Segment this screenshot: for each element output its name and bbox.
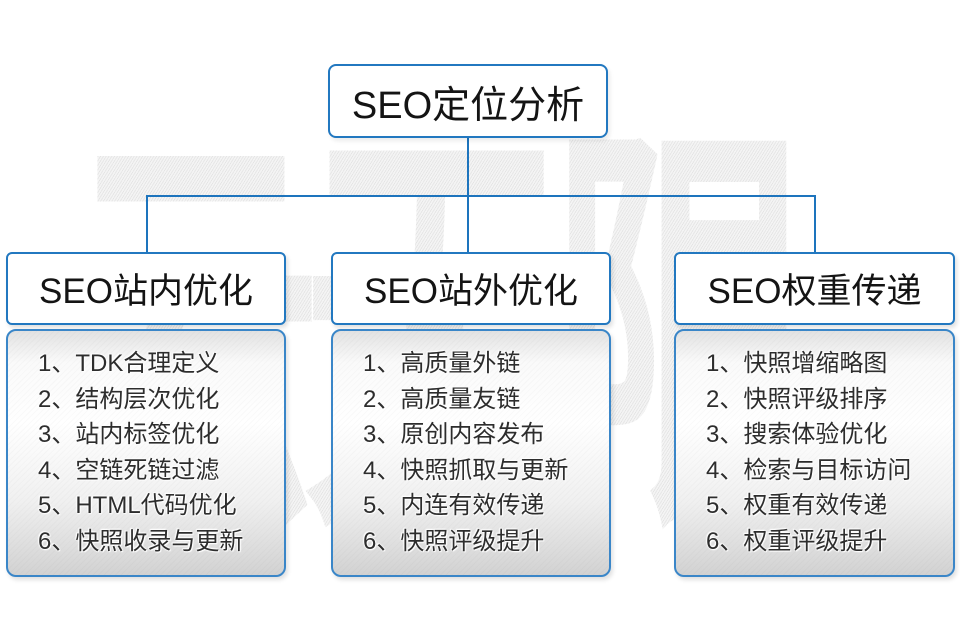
- list-item: 5、权重有效传递: [706, 492, 888, 519]
- list-item: 6、快照评级提升: [363, 527, 545, 555]
- list-item: 3、搜索体验优化: [706, 421, 888, 448]
- list-item: 3、站内标签优化: [38, 421, 220, 448]
- connector-drop-right: [814, 195, 816, 253]
- list-item: 1、快照增缩略图: [706, 350, 888, 377]
- list-item: 5、内连有效传递: [363, 492, 545, 519]
- list-item: 3、原创内容发布: [363, 421, 545, 448]
- connector-crossbar: [146, 195, 816, 197]
- list-item: 2、快照评级排序: [706, 385, 888, 413]
- connector-trunk: [467, 138, 469, 197]
- branch-offsite-header: SEO站外优化: [331, 252, 611, 325]
- list-item: 1、TDK合理定义: [38, 350, 220, 377]
- branch-offsite-items: 1、高质量外链 2、高质量友链 3、原创内容发布 4、快照抓取与更新 5、内连有…: [363, 346, 601, 559]
- root-node: SEO定位分析: [328, 64, 608, 138]
- branch-offsite-title: SEO站外优化: [364, 272, 578, 311]
- connector-drop-left: [146, 195, 148, 253]
- list-item: 4、空链死链过滤: [38, 456, 220, 484]
- branch-onsite-items: 1、TDK合理定义 2、结构层次优化 3、站内标签优化 4、空链死链过滤 5、H…: [38, 346, 276, 559]
- branch-offsite-list: 1、高质量外链 2、高质量友链 3、原创内容发布 4、快照抓取与更新 5、内连有…: [331, 329, 611, 577]
- connector-drop-center: [467, 195, 469, 253]
- list-item: 6、权重评级提升: [706, 527, 888, 555]
- branch-onsite-title: SEO站内优化: [39, 272, 253, 311]
- list-item: 6、快照收录与更新: [38, 527, 244, 555]
- list-item: 5、HTML代码优化: [38, 492, 237, 519]
- root-node-label: SEO定位分析: [351, 84, 585, 127]
- branch-weight-list: 1、快照增缩略图 2、快照评级排序 3、搜索体验优化 4、检索与目标访问 5、权…: [674, 329, 955, 577]
- list-item: 2、高质量友链: [363, 385, 521, 413]
- branch-onsite-header: SEO站内优化: [6, 252, 286, 325]
- list-item: 4、快照抓取与更新: [363, 456, 569, 484]
- branch-weight-header: SEO权重传递: [674, 252, 955, 325]
- branch-onsite-list: 1、TDK合理定义 2、结构层次优化 3、站内标签优化 4、空链死链过滤 5、H…: [6, 329, 286, 577]
- list-item: 4、检索与目标访问: [706, 456, 912, 484]
- list-item: 2、结构层次优化: [38, 385, 220, 413]
- branch-weight-items: 1、快照增缩略图 2、快照评级排序 3、搜索体验优化 4、检索与目标访问 5、权…: [706, 346, 945, 559]
- branch-weight-title: SEO权重传递: [707, 272, 922, 311]
- list-item: 1、高质量外链: [363, 350, 521, 377]
